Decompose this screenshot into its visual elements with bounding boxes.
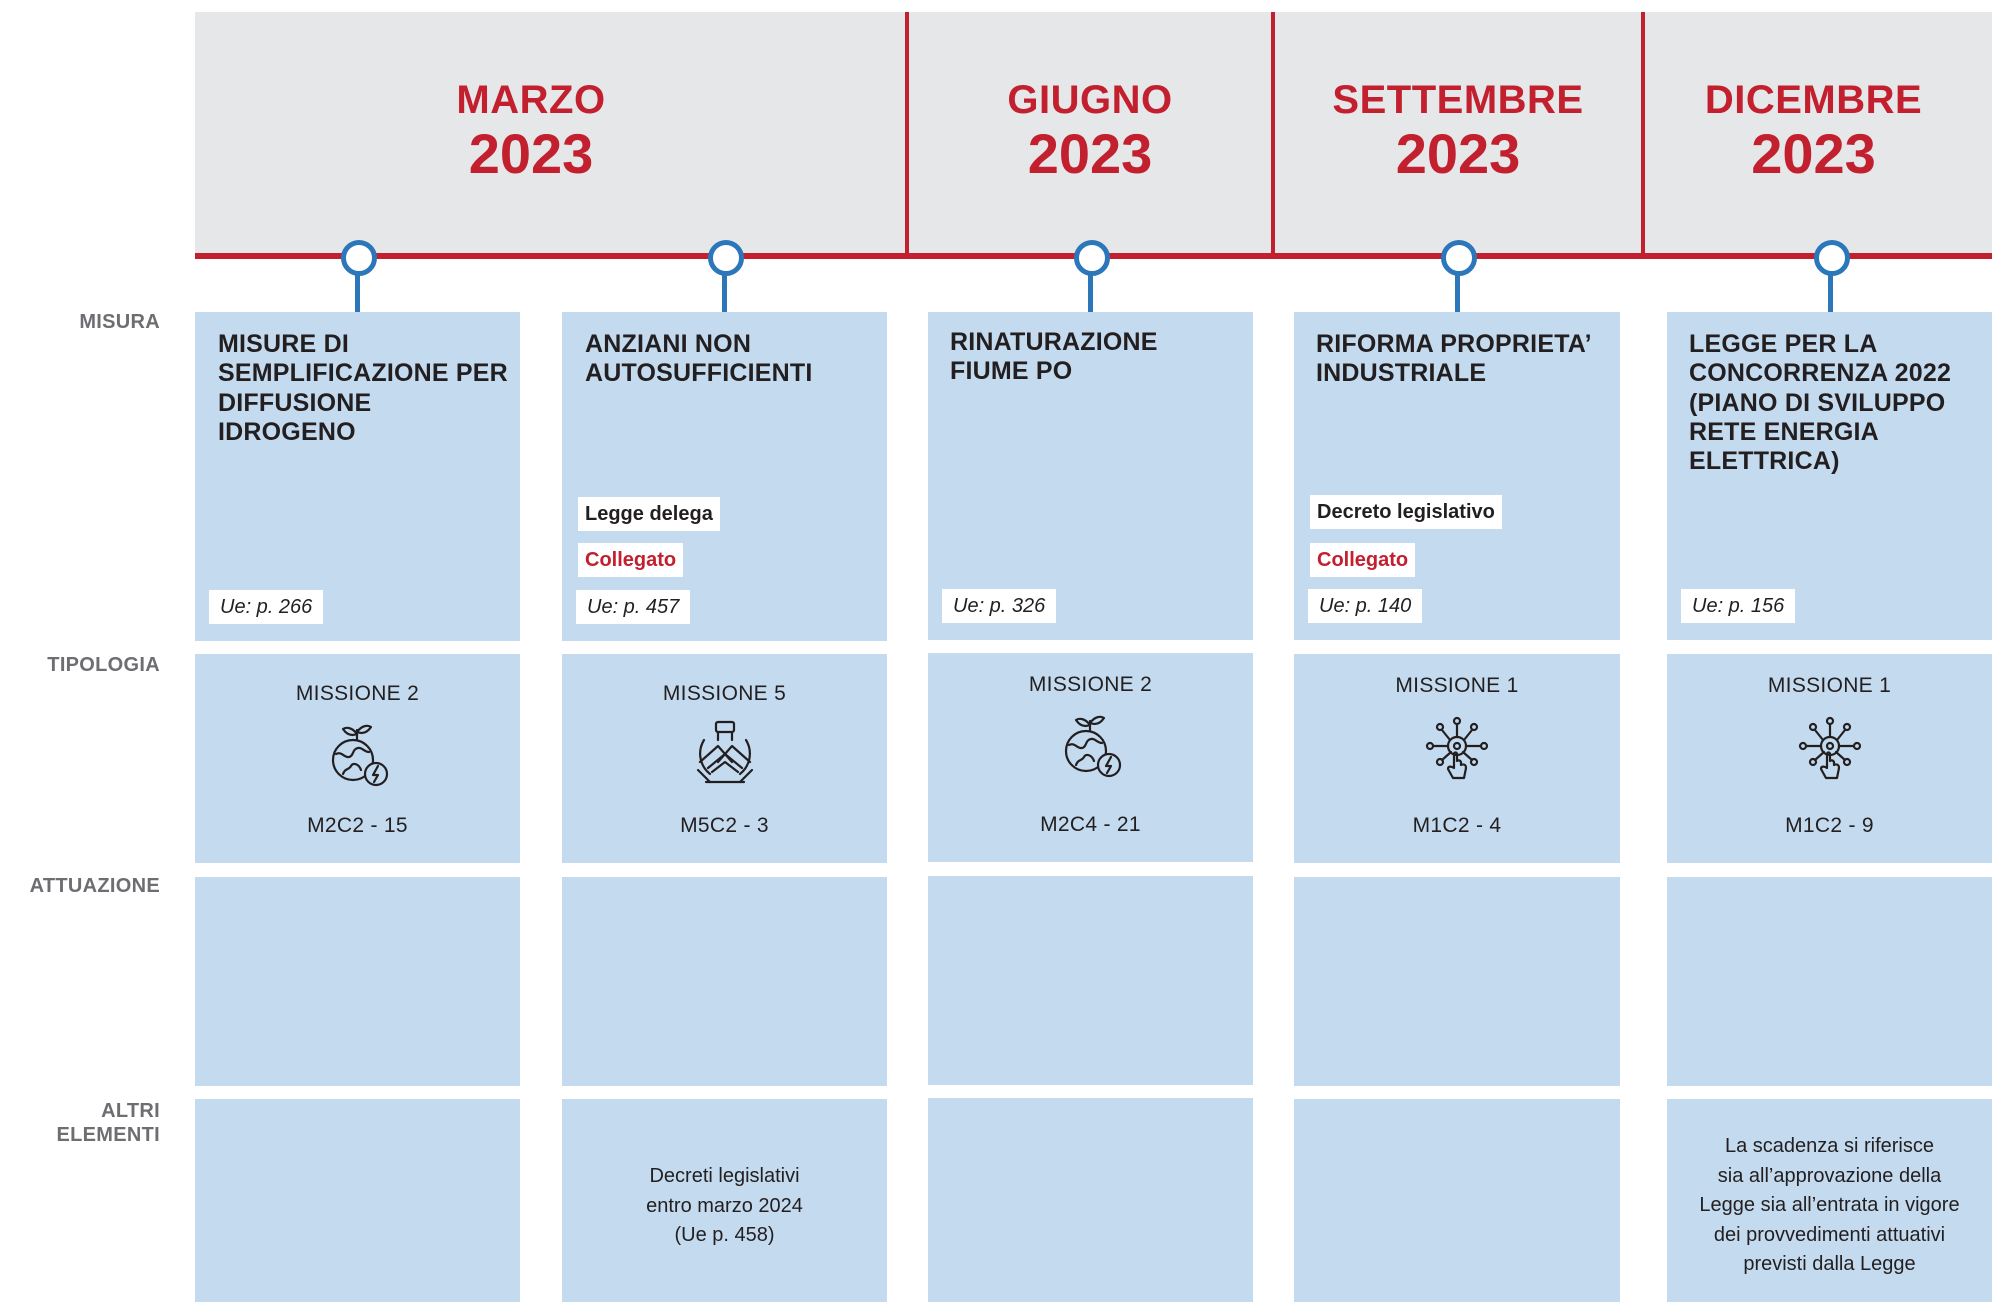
component-code: M1C2 - 4 — [1412, 814, 1502, 837]
hands-together-icon — [696, 720, 753, 784]
implementation-card — [1667, 877, 1992, 1086]
month-year: 2023 — [1395, 122, 1521, 185]
measure-title: RINATURAZIONE FIUME PO — [950, 328, 1158, 386]
typology-card: MISSIONE 2 M2C2 - 15 — [195, 654, 520, 863]
component-code: M5C2 - 3 — [680, 814, 769, 837]
component-code: M2C4 - 21 — [1040, 813, 1141, 836]
month-name: GIUGNO — [1007, 78, 1173, 122]
other-elements-card — [928, 1098, 1253, 1302]
month-name: SETTEMBRE — [1332, 78, 1584, 122]
note-line: sia all’approvazione della — [1717, 1164, 1942, 1187]
implementation-card — [195, 877, 520, 1086]
row-label-line: ALTRI — [101, 1100, 160, 1122]
timeline-stem — [1088, 272, 1093, 312]
act-type-badge: Legge delega — [578, 497, 720, 531]
timeline-stem — [722, 272, 727, 312]
measure-title: ANZIANI NON AUTOSUFFICIENTI — [585, 330, 813, 388]
note-line: (Ue p. 458) — [674, 1224, 775, 1247]
component-code: M1C2 - 9 — [1785, 814, 1874, 837]
mission-label: MISSIONE 1 — [1395, 674, 1519, 697]
other-elements-card: La scadenza si riferisce sia all’approva… — [1667, 1099, 1992, 1302]
measure-card: MISURE DI SEMPLIFICAZIONE PER DIFFUSIONE… — [195, 312, 520, 641]
month-september: SETTEMBRE 2023 — [1275, 80, 1641, 182]
mission-label: MISSIONE 5 — [662, 682, 787, 705]
earth-sprout-energy-icon — [1064, 715, 1121, 778]
timeline-header — [195, 12, 1992, 256]
timeline-node — [708, 240, 744, 276]
measure-card: RIFORMA PROPRIETA’ INDUSTRIALE Decreto l… — [1294, 312, 1620, 640]
typology-card: MISSIONE 1 M1C2 - 9 — [1667, 654, 1992, 863]
typology-card: MISSIONE 1 M1C2 - 4 — [1294, 654, 1620, 863]
month-divider — [905, 12, 909, 256]
other-elements-card: Decreti legislativi entro marzo 2024 (Ue… — [562, 1099, 887, 1302]
note-line: dei provvedimenti attuativi — [1713, 1223, 1946, 1246]
note-line: Legge sia all’entrata in vigore — [1699, 1194, 1960, 1217]
measure-card: LEGGE PER LA CONCORRENZA 2022 (PIANO DI … — [1667, 312, 1992, 640]
mission-label: MISSIONE 2 — [1028, 673, 1153, 696]
note-line: La scadenza si riferisce — [1725, 1135, 1934, 1157]
month-december: DICEMBRE 2023 — [1645, 80, 1982, 182]
typology-card: MISSIONE 5 M5C2 - 3 — [562, 654, 887, 863]
act-type-badge: Decreto legislativo — [1310, 495, 1502, 529]
ue-reference: Ue: p. 156 — [1681, 589, 1796, 623]
month-divider — [1271, 12, 1275, 256]
measure-card: RINATURAZIONE FIUME PO Ue: p. 326 — [928, 312, 1253, 640]
row-label-line: ELEMENTI — [56, 1124, 160, 1146]
other-elements-note: Decreti legislativi entro marzo 2024 (Ue… — [562, 1162, 887, 1251]
month-march: MARZO 2023 — [195, 80, 867, 182]
note-line: previsti dalla Legge — [1743, 1253, 1916, 1276]
ue-reference: Ue: p. 457 — [576, 590, 691, 624]
component-code: M2C2 - 15 — [307, 814, 408, 837]
collegato-badge: Collegato — [578, 543, 684, 577]
implementation-card — [928, 876, 1253, 1085]
timeline-node — [1441, 240, 1477, 276]
other-elements-card — [195, 1099, 520, 1302]
implementation-card — [562, 877, 887, 1086]
measure-card: ANZIANI NON AUTOSUFFICIENTI Legge delega… — [562, 312, 887, 641]
implementation-card — [1294, 877, 1620, 1086]
timeline-node — [341, 240, 377, 276]
row-label-misura: MISURA — [79, 311, 160, 333]
timeline-stem — [1828, 272, 1833, 312]
month-name: MARZO — [456, 78, 606, 122]
typology-card: MISSIONE 2 M2C4 - 21 — [928, 653, 1253, 862]
mission-label: MISSIONE 2 — [295, 682, 420, 705]
note-line: entro marzo 2024 — [646, 1194, 803, 1217]
timeline-stem — [1455, 272, 1460, 312]
measure-title: LEGGE PER LA CONCORRENZA 2022 (PIANO DI … — [1689, 330, 1952, 475]
measure-title: RIFORMA PROPRIETA’ INDUSTRIALE — [1316, 330, 1591, 388]
ue-reference: Ue: p. 140 — [1308, 589, 1423, 623]
mission-label: MISSIONE 1 — [1767, 674, 1892, 697]
other-elements-note: La scadenza si riferisce sia all’approva… — [1667, 1132, 1992, 1280]
row-label-tipologia: TIPOLOGIA — [47, 654, 160, 676]
ue-reference: Ue: p. 266 — [209, 590, 324, 624]
month-year: 2023 — [1027, 122, 1153, 185]
timeline-stem — [355, 272, 360, 312]
month-june: GIUGNO 2023 — [909, 80, 1271, 182]
digital-touch-icon — [1425, 716, 1489, 780]
row-label-attuazione: ATTUAZIONE — [29, 875, 160, 897]
month-year: 2023 — [468, 122, 594, 185]
timeline-node — [1814, 240, 1850, 276]
measure-title: MISURE DI SEMPLIFICAZIONE PER DIFFUSIONE… — [218, 330, 508, 446]
timeline-node — [1074, 240, 1110, 276]
month-year: 2023 — [1751, 122, 1876, 185]
ue-reference: Ue: p. 326 — [942, 589, 1057, 623]
month-divider — [1641, 12, 1645, 256]
digital-touch-icon — [1798, 716, 1861, 780]
note-line: Decreti legislativi — [649, 1165, 800, 1187]
row-label-altri-elementi: ALTRI ELEMENTI — [56, 1099, 160, 1147]
other-elements-card — [1294, 1099, 1620, 1302]
earth-sprout-energy-icon — [331, 724, 388, 787]
collegato-badge: Collegato — [1310, 543, 1416, 577]
month-name: DICEMBRE — [1704, 78, 1923, 122]
